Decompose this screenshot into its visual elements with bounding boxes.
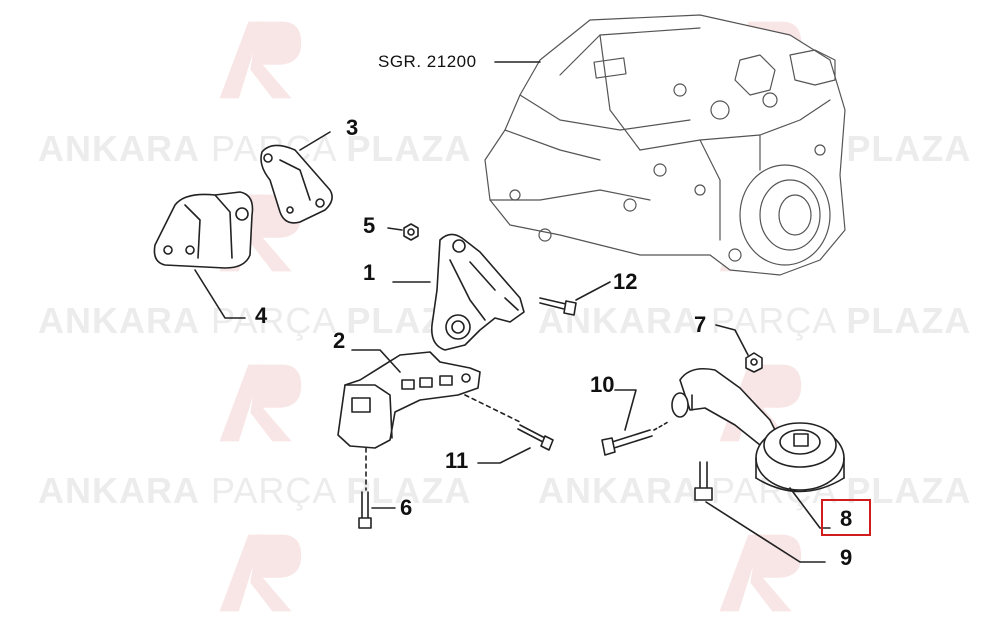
callout-2[interactable]: 2 xyxy=(333,328,346,353)
watermark-logo xyxy=(219,364,302,442)
part-2-torque-support xyxy=(337,351,481,449)
watermark-logo xyxy=(219,21,302,99)
part-10-bolt xyxy=(601,429,653,456)
parts-drawing xyxy=(153,14,846,563)
highlight-box[interactable] xyxy=(821,499,871,536)
part-11-bolt xyxy=(517,424,554,451)
watermark-logo xyxy=(219,534,302,612)
callout-3[interactable]: 3 xyxy=(346,115,359,140)
callout-4[interactable]: 4 xyxy=(255,303,268,328)
callout-1[interactable]: 1 xyxy=(363,260,376,285)
callout-8[interactable]: 8 xyxy=(840,506,853,531)
watermark: ANKARA PARÇA PLAZA xyxy=(38,470,472,511)
part-4-bracket xyxy=(153,191,254,269)
part-12-bolt xyxy=(539,297,577,316)
part-5-nut xyxy=(403,223,419,241)
gearbox-housing xyxy=(484,14,846,276)
reference-label: SGR. 21200 xyxy=(378,52,477,71)
part-9-bolt xyxy=(694,461,713,501)
part-1-engine-mount xyxy=(430,233,525,351)
callout-11[interactable]: 11 xyxy=(445,448,469,473)
part-3-bracket xyxy=(260,144,333,224)
part-6-bolt xyxy=(358,491,372,529)
part-7-nut xyxy=(745,352,763,373)
callout-7[interactable]: 7 xyxy=(694,312,707,337)
callout-9[interactable]: 9 xyxy=(840,545,853,570)
callout-5[interactable]: 5 xyxy=(363,213,376,238)
callout-6[interactable]: 6 xyxy=(400,495,413,520)
part-8-torque-rod xyxy=(671,367,845,493)
exploded-parts-diagram: ANKARA PARÇA PLAZA ANKARA PARÇA PLAZA AN… xyxy=(38,14,970,612)
callout-12[interactable]: 12 xyxy=(613,269,638,294)
callout-10[interactable]: 10 xyxy=(590,372,615,397)
